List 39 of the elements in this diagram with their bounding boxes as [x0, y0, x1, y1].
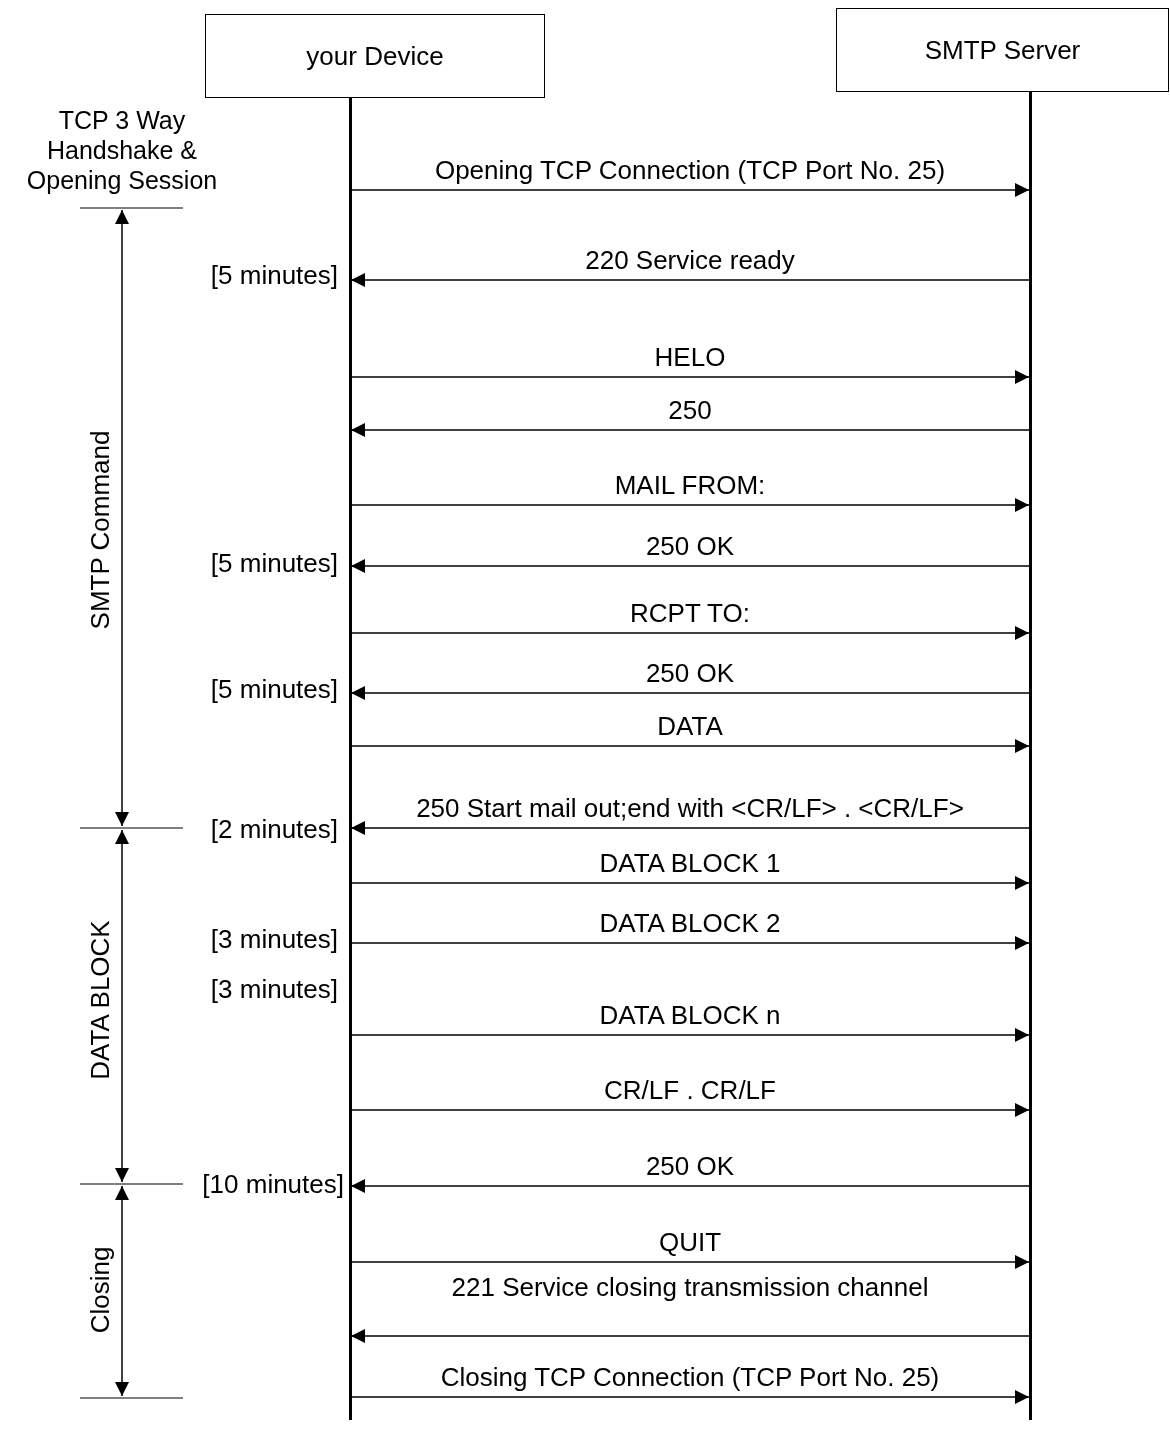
- arrow: [349, 1103, 1030, 1117]
- arrow: [349, 1390, 1030, 1404]
- message-label: CR/LF . CR/LF: [604, 1075, 776, 1105]
- participant-box: your Device: [205, 14, 545, 98]
- message-label: Opening TCP Connection (TCP Port No. 25): [434, 155, 946, 185]
- arrow: [349, 876, 1030, 890]
- arrow: [349, 498, 1030, 512]
- message-label: DATA BLOCK 2: [599, 908, 781, 938]
- message-label: 221 Service closing transmission channel: [450, 1272, 930, 1302]
- phase-label: TCP 3 Way Handshake & Opening Session: [25, 105, 219, 195]
- arrow: [350, 1179, 1031, 1193]
- message-label: Closing TCP Connection (TCP Port No. 25): [440, 1362, 940, 1392]
- arrow: [350, 423, 1031, 437]
- message-label: DATA BLOCK n: [599, 1000, 781, 1030]
- arrow: [349, 626, 1030, 640]
- message-label: MAIL FROM:: [614, 470, 766, 500]
- arrow: [349, 1255, 1030, 1269]
- message-label: 250: [668, 395, 712, 425]
- arrow: [350, 1329, 1031, 1343]
- message-label: 250 OK: [645, 658, 735, 688]
- message-label: 220 Service ready: [585, 245, 795, 275]
- arrow: [349, 739, 1030, 753]
- participant-box: SMTP Server: [836, 8, 1169, 92]
- message-label: DATA BLOCK 1: [599, 848, 781, 878]
- arrow: [349, 370, 1030, 384]
- arrow: [350, 686, 1031, 700]
- arrow: [349, 936, 1030, 950]
- message-label: RCPT TO:: [630, 598, 750, 628]
- arrow: [349, 1028, 1030, 1042]
- message-label: DATA: [657, 711, 723, 741]
- message-label: 250 OK: [645, 531, 735, 561]
- message-label: 250 Start mail out;end with <CR/LF> . <CR/LF>: [416, 793, 964, 823]
- arrow: [350, 821, 1031, 835]
- arrow: [350, 273, 1031, 287]
- message-label: HELO: [654, 342, 726, 372]
- message-label: 250 OK: [645, 1151, 735, 1181]
- arrow: [350, 559, 1031, 573]
- arrow: [349, 183, 1030, 197]
- message-label: QUIT: [658, 1227, 722, 1257]
